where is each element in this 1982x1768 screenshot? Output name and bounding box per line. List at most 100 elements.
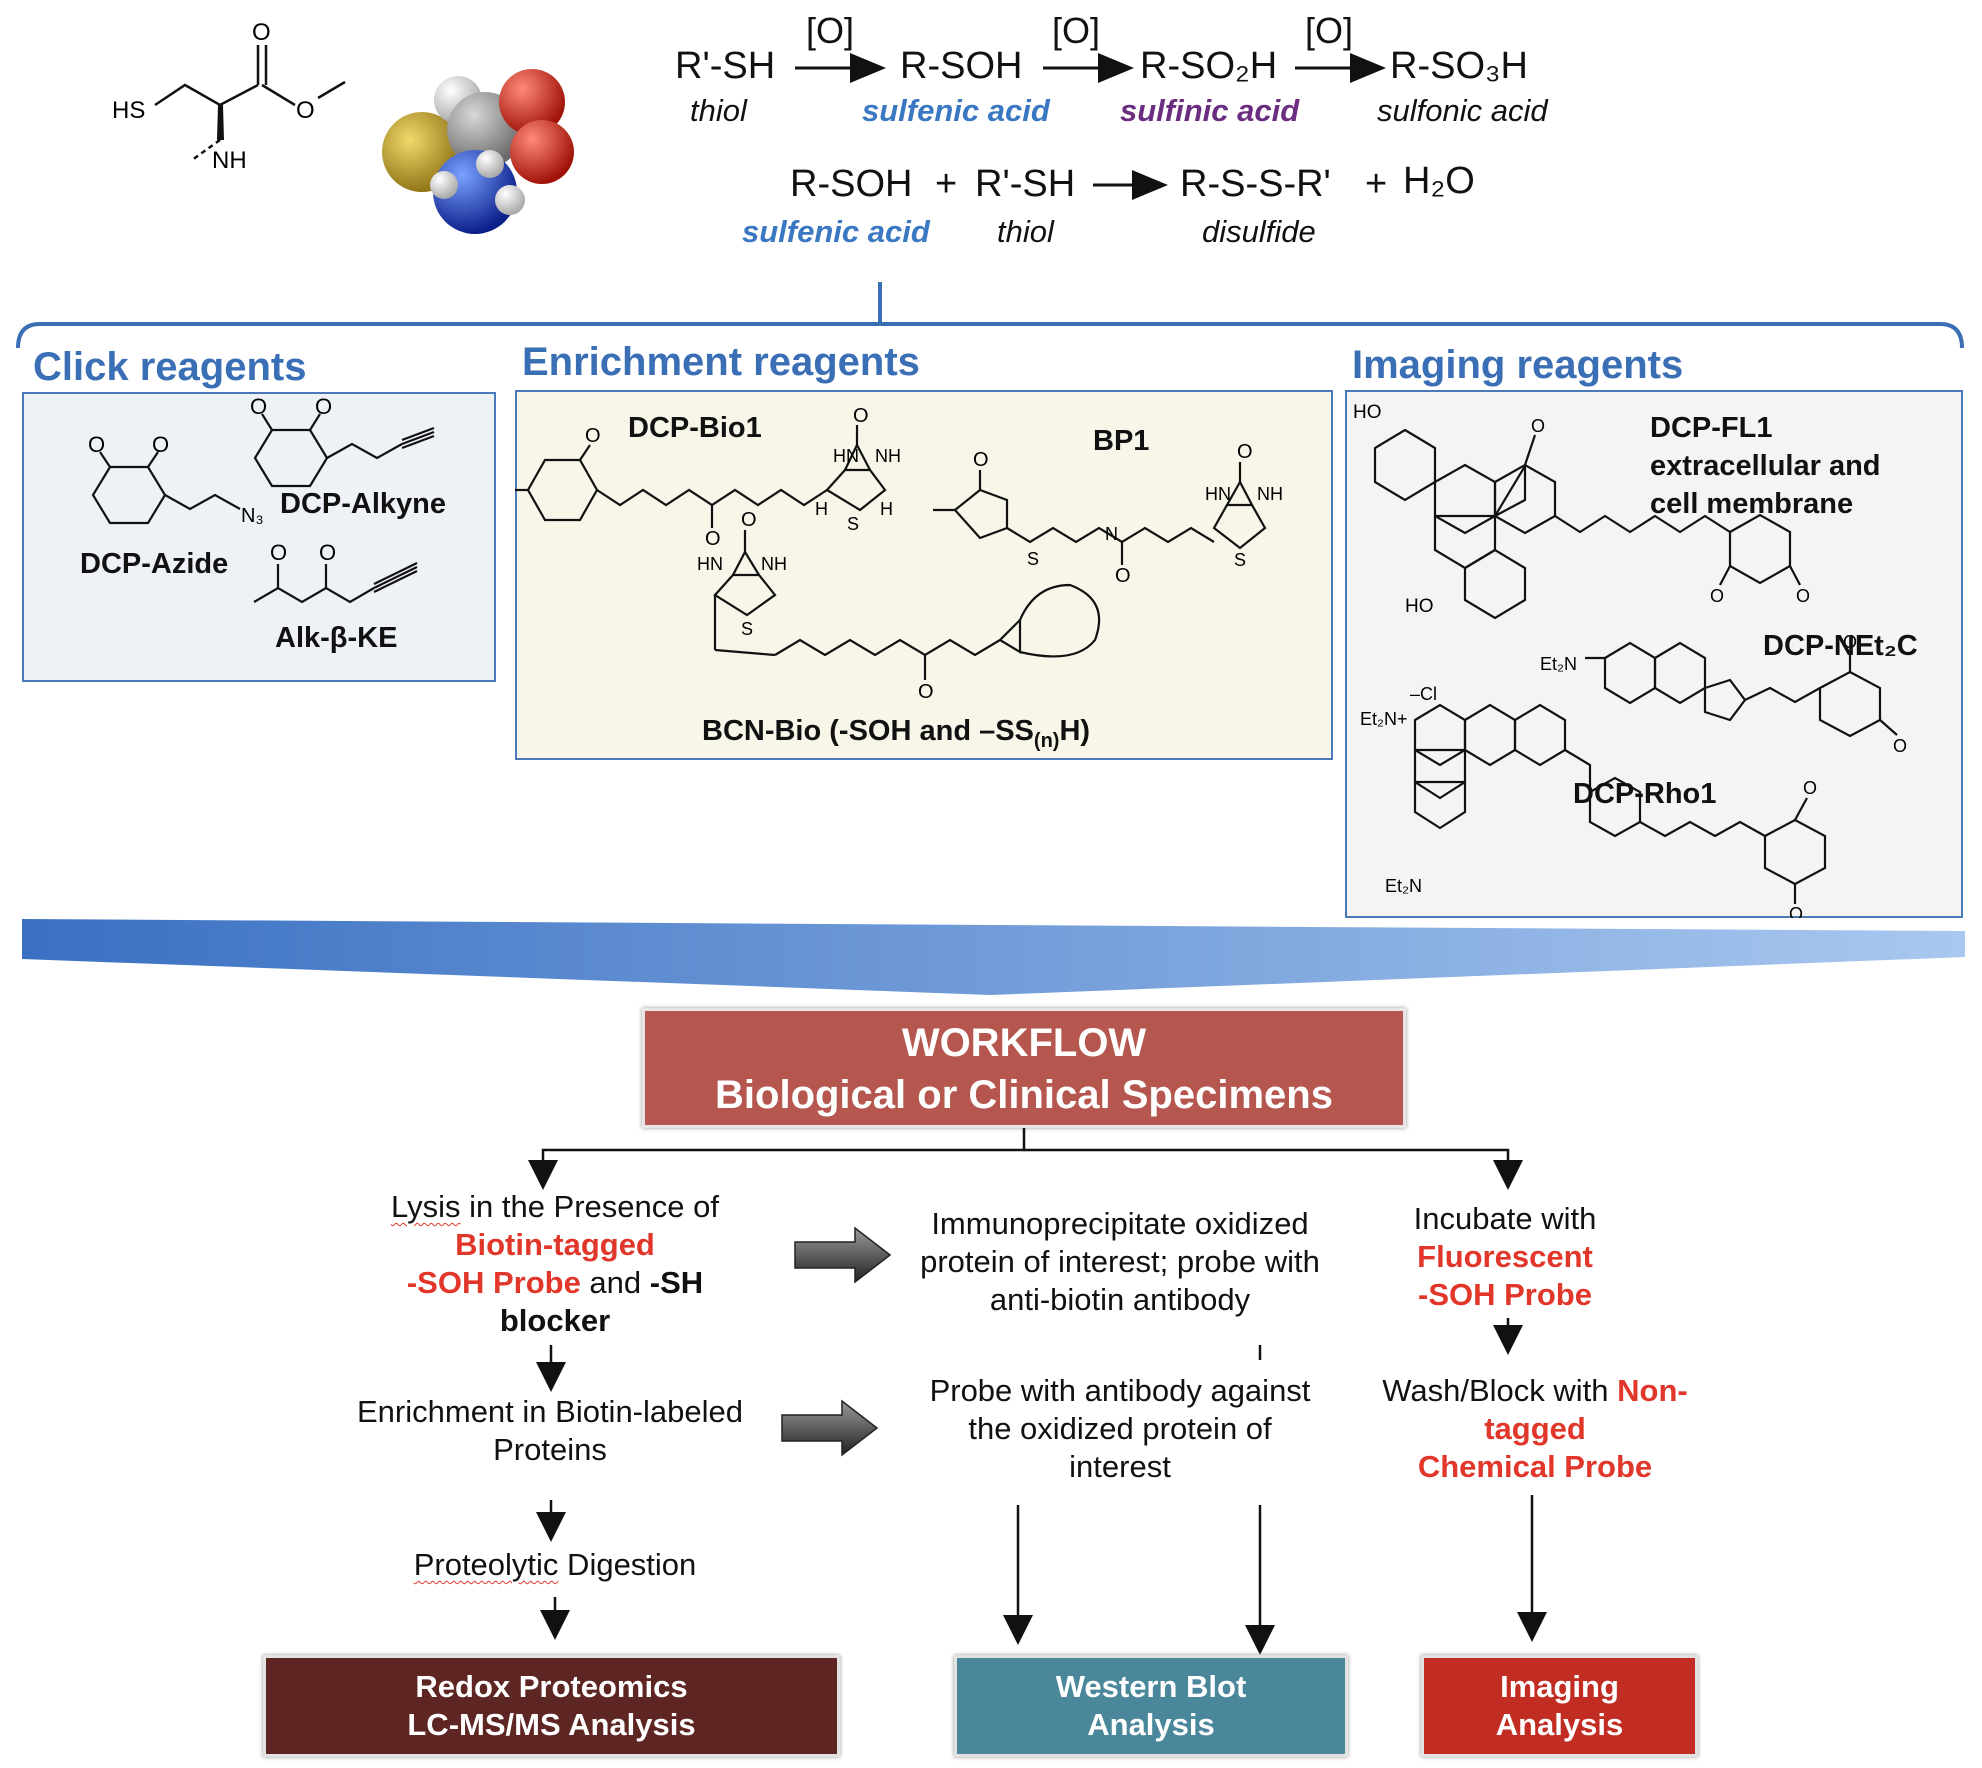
species-disulfide: R-S-S-R' [1180,163,1331,205]
rho1-cl: –Cl [1410,684,1437,704]
step-immunoprecipitate: Immunoprecipitate oxidized protein of in… [920,1206,1320,1317]
fl1-ho-top: HO [1353,402,1382,423]
species-sulfonic: R-SO₃H [1390,45,1528,87]
atom-nh: NH [212,147,247,174]
svg-text:S: S [1027,549,1039,569]
label-fl1-note1: extracellular and [1650,450,1881,482]
step-incubate: Incubate with Fluorescent -SOH Probe [1413,1201,1597,1312]
label-sulfonic: sulfonic acid [1377,93,1548,128]
label-thiol-2: thiol [997,214,1054,249]
species-thiol-2: R'-SH [975,163,1076,205]
label-dcp-bio1: DCP-Bio1 [628,412,762,444]
label-dcp-rho1: DCP-Rho1 [1573,778,1717,810]
reagent-bracket [16,282,1964,349]
svg-text:O: O [1796,586,1810,606]
svg-text:O: O [315,394,332,419]
label-dcp-fl1: DCP-FL1 [1650,412,1773,444]
oxidant-2: [O] [1052,10,1101,51]
plus-1: + [935,163,958,205]
label-alk-ke: Alk-β-KE [275,622,398,654]
svg-text:O: O [705,528,721,550]
oxidant-1: [O] [806,10,855,51]
step-enrichment: Enrichment in Biotin-labeled Proteins [357,1394,743,1467]
label-bp1: BP1 [1093,425,1150,457]
panel-click-reagents [22,392,496,682]
species-thiol: R'-SH [675,45,776,87]
svg-text:NH: NH [1257,484,1283,504]
net2c-et2n: Et₂N [1540,654,1577,674]
panel-enrichment-reagents [515,390,1333,760]
svg-text:O: O [918,681,934,703]
svg-text:NH: NH [761,554,787,574]
svg-text:O: O [270,540,287,565]
svg-text:S: S [741,619,753,639]
species-water: H₂O [1403,160,1475,202]
atom-o2: O [296,97,315,124]
svg-text:O: O [1893,736,1907,756]
svg-text:O: O [319,540,336,565]
workflow-title: WORKFLOW [901,1021,1147,1065]
step-digestion: Proteolytic Digestion [413,1547,697,1582]
svg-text:O: O [250,394,267,419]
cysteine-structure: HS O O NH [112,19,346,174]
svg-text:S: S [847,514,859,534]
rho1-et2n: Et₂N [1385,876,1422,896]
svg-text:O: O [741,509,757,531]
workflow-subtitle: Biological or Clinical Specimens [715,1073,1333,1117]
space-filling-model [382,69,574,234]
svg-text:N: N [1105,524,1118,544]
svg-text:HN: HN [1205,484,1231,504]
svg-text:O: O [1115,565,1131,587]
label-dcp-net2c: DCP-NEt₂C [1763,630,1918,662]
svg-text:O: O [1803,778,1817,798]
svg-text:H: H [815,499,828,519]
section-enrichment-title: Enrichment reagents [522,340,920,384]
svg-text:O: O [88,432,105,457]
step-probe-antibody: Probe with antibody against the oxidized… [929,1373,1311,1484]
label-dcp-azide: DCP-Azide [80,548,229,580]
svg-text:H: H [880,499,893,519]
svg-text:O: O [973,449,989,471]
label-fl1-note2: cell membrane [1650,488,1854,520]
workflow-header: WORKFLOW Biological or Clinical Specimen… [642,1008,1406,1128]
species-sulfenic-2: R-SOH [790,163,913,205]
svg-text:NH: NH [875,446,901,466]
svg-text:S: S [1234,550,1246,570]
svg-text:HN: HN [833,446,859,466]
label-sulfenic-2: sulfenic acid [742,214,930,249]
svg-text:O: O [1843,632,1857,652]
svg-text:O: O [1237,441,1253,463]
imaging-structures: HO HO Et₂N Et₂N+ –Cl Et₂N O O O O O O O [1353,402,1907,918]
svg-text:O: O [1789,904,1803,918]
label-disulfide: disulfide [1202,214,1316,249]
svg-text:O: O [853,405,869,427]
step-wash-block: Wash/Block with Non- tagged Chemical Pro… [1382,1373,1688,1484]
species-sulfinic: R-SO₂H [1140,45,1278,87]
label-dcp-alkyne: DCP-Alkyne [280,488,446,520]
oxidant-3: [O] [1305,10,1354,51]
svg-text:HN: HN [697,554,723,574]
fl1-ho-bottom: HO [1405,596,1434,617]
oxidation-arrows [795,53,1386,200]
atom-o1: O [252,19,271,46]
rho1-et2n-plus: Et₂N+ [1360,709,1408,729]
section-click-title: Click reagents [33,345,307,389]
azide-label: N₃ [241,505,264,527]
plus-2: + [1365,163,1388,205]
step-lysis: Lysis in the Presence of Biotin-tagged -… [391,1189,719,1338]
label-thiol: thiol [690,93,747,128]
svg-text:O: O [585,425,601,447]
svg-text:O: O [1531,416,1545,436]
species-sulfenic: R-SOH [900,45,1023,87]
label-bcn-bio: BCN-Bio (-SOH and –SS(n)H) [702,715,1091,752]
label-sulfenic: sulfenic acid [862,93,1050,128]
svg-text:O: O [1710,586,1724,606]
section-imaging-title: Imaging reagents [1352,343,1684,387]
label-sulfinic: sulfinic acid [1120,93,1300,128]
